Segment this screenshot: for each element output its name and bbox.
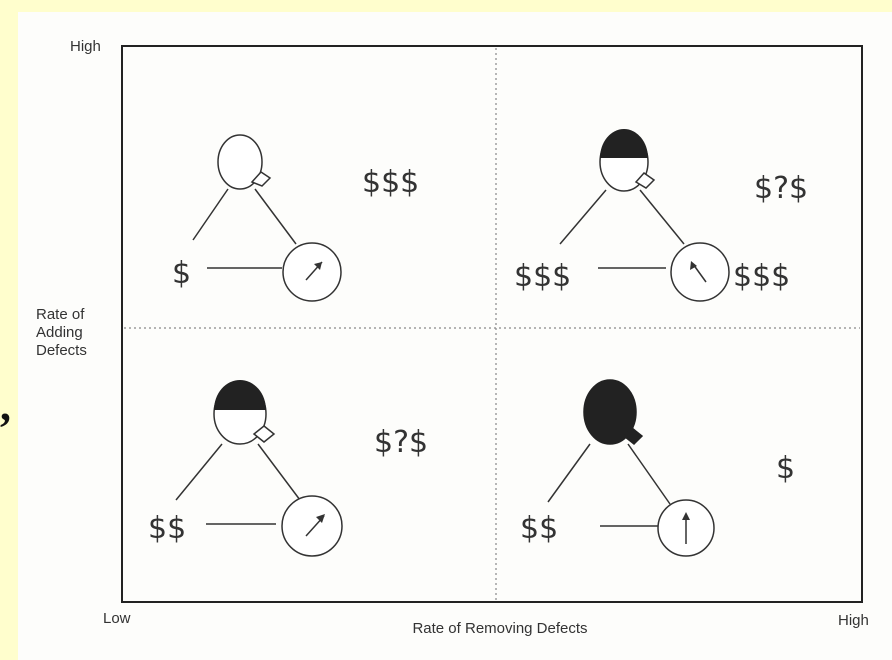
quadrant-bottom-left: $?$ $$ [148, 380, 428, 557]
left-cost-label: $$$ [514, 259, 571, 294]
left-cost-label: $ [172, 256, 191, 291]
cost-label: $?$ [754, 171, 808, 206]
cost-label: $$$ [362, 165, 419, 200]
left-cost-label: $$ [148, 511, 186, 546]
quadrant-top-left: $$$ $ [172, 134, 419, 302]
paddle-icon [583, 379, 644, 446]
gauge-icon [281, 495, 343, 557]
paddle-icon [213, 380, 276, 445]
x-axis-high-label: High [838, 612, 869, 629]
x-axis-title: Rate of Removing Defects [412, 620, 588, 637]
side-mark: , [0, 381, 11, 430]
gauge-icon [670, 242, 730, 302]
cost-label: $ [776, 451, 795, 486]
quadrant-bottom-right: $ $$ [520, 379, 795, 557]
quadrant-top-right: $?$ $$$ $$$ [514, 129, 808, 302]
right-cost-label: $$$ [733, 259, 790, 294]
cost-label: $?$ [374, 425, 428, 460]
gauge-icon [657, 499, 715, 557]
y-axis-title: Rate of Adding Defects [36, 306, 87, 359]
paddle-icon [217, 134, 272, 190]
left-cost-label: $$ [520, 511, 558, 546]
x-axis-low-label: Low [103, 610, 131, 627]
figure-sheet [18, 12, 892, 660]
y-axis-high-label: High [70, 38, 101, 55]
gauge-icon [282, 242, 342, 302]
paddle-icon [599, 129, 656, 192]
plot-frame [121, 45, 863, 603]
